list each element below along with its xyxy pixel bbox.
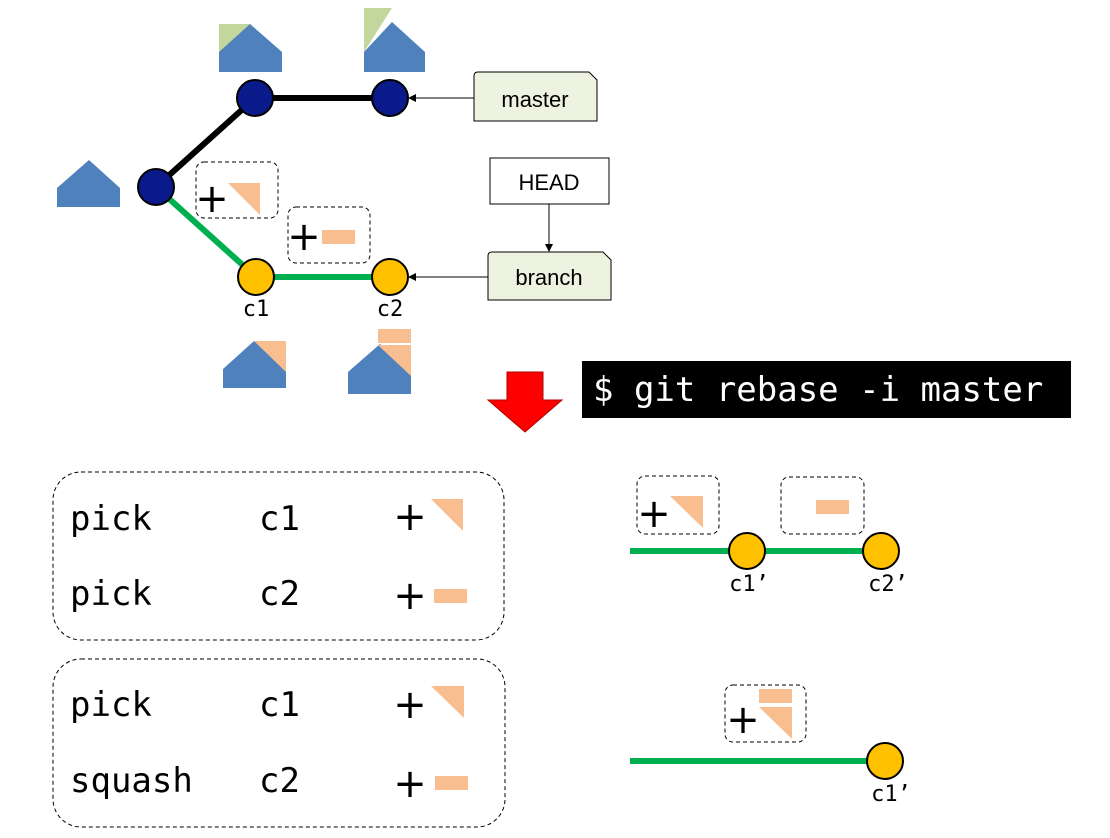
todo-action: squash xyxy=(70,761,193,801)
plus-sign: + xyxy=(393,573,427,619)
command-banner: $ git rebase -i master xyxy=(582,361,1071,418)
c2-patch-box: + xyxy=(287,206,371,264)
head-ref: HEAD xyxy=(489,157,610,205)
down-arrow-icon xyxy=(486,371,564,433)
triangle-patch-icon xyxy=(228,183,260,215)
plus-sign: + xyxy=(726,697,760,743)
todo-list-pick-squash: pick c1 + squash c2 + xyxy=(52,658,506,828)
todo-commit: c2 xyxy=(259,574,300,614)
head-label: HEAD xyxy=(518,170,579,195)
plus-sign: + xyxy=(195,176,229,222)
command-text: $ git rebase -i master xyxy=(593,370,1043,410)
bar-patch-icon xyxy=(816,500,849,514)
commit-c1-label: c1 xyxy=(243,297,270,322)
commit-c1-prime-label: c1’ xyxy=(729,572,769,597)
bar-patch-icon xyxy=(435,776,468,790)
bar-patch-icon xyxy=(759,689,792,703)
plus-sign: + xyxy=(393,494,427,540)
todo-commit: c1 xyxy=(259,685,300,725)
todo-commit: c2 xyxy=(259,761,300,801)
commit-c1-prime xyxy=(728,532,766,570)
triangle-patch-icon xyxy=(759,707,792,739)
house-icon xyxy=(223,341,286,388)
result-pick-squash: c1’ + xyxy=(630,684,911,807)
squashed-patch-box: + xyxy=(724,684,807,743)
result-pick-pick: c1’ c2’ + xyxy=(630,475,908,597)
plus-sign: + xyxy=(393,682,427,728)
c1-prime-patch-box: + xyxy=(636,475,720,537)
plus-sign: + xyxy=(393,761,427,807)
todo-action: pick xyxy=(70,499,152,539)
commit-c1-squashed-label: c1’ xyxy=(871,782,911,807)
triangle-patch-icon xyxy=(670,496,703,528)
commit-c1 xyxy=(237,258,275,296)
commit-c2-prime-label: c2’ xyxy=(868,572,908,597)
master-label: master xyxy=(501,87,568,112)
plus-sign: + xyxy=(287,214,321,260)
commit-c1-squashed xyxy=(866,742,904,780)
branch-label: branch xyxy=(515,265,582,290)
master-ref-tag: master xyxy=(473,71,598,122)
triangle-patch-icon xyxy=(431,686,464,718)
commit-c2-prime xyxy=(862,532,900,570)
master-tip-commit xyxy=(371,79,409,117)
house-icon xyxy=(364,8,425,72)
c2-prime-patch-box xyxy=(780,476,865,535)
plus-sign: + xyxy=(637,491,671,537)
house-icon xyxy=(348,329,411,394)
commit-c2-label: c2 xyxy=(377,297,404,322)
master-edge xyxy=(153,95,258,190)
house-icon xyxy=(219,24,282,72)
bar-patch-icon xyxy=(434,589,467,603)
todo-list-pick-pick: pick c1 + pick c2 + xyxy=(52,471,505,641)
triangle-patch-icon xyxy=(431,499,463,531)
todo-action: pick xyxy=(70,574,152,614)
c1-patch-box: + xyxy=(195,161,279,222)
todo-action: pick xyxy=(70,685,152,725)
branch-edge xyxy=(153,184,259,280)
base-commit xyxy=(137,168,175,206)
house-icon xyxy=(57,160,120,207)
master-commit xyxy=(236,79,274,117)
branch-ref-tag: branch xyxy=(487,251,612,301)
commit-c2 xyxy=(371,258,409,296)
bar-patch-icon xyxy=(322,230,355,244)
todo-commit: c1 xyxy=(259,499,300,539)
